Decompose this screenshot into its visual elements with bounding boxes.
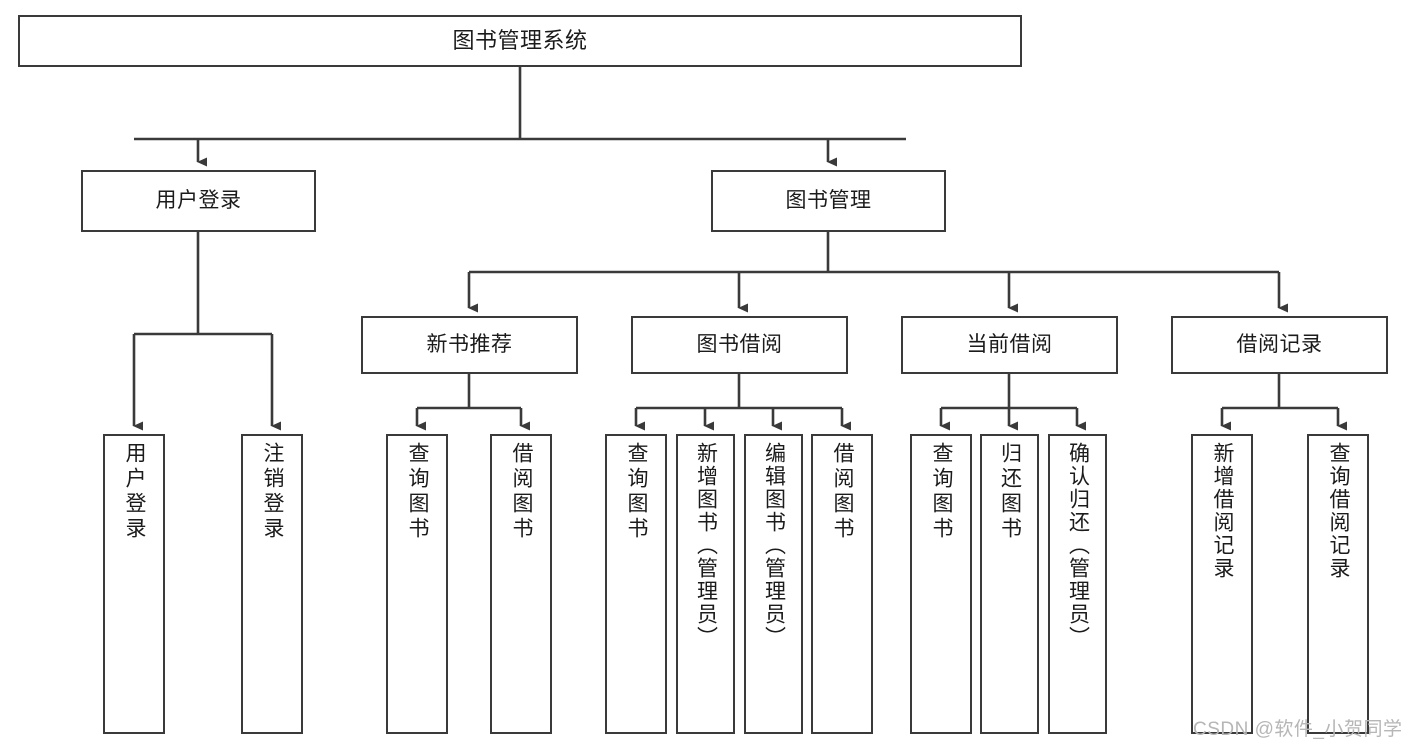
leaf-current-borrow-confirm-return-admin[interactable]: 确认归还（管理员） xyxy=(1048,434,1107,734)
node-label: 查询图书 xyxy=(930,442,954,542)
node-label: 图书管理 xyxy=(785,188,872,212)
node-label: 查询借阅记录 xyxy=(1327,442,1351,580)
node-label: 借阅图书 xyxy=(831,442,855,542)
node-label: 查询图书 xyxy=(406,442,430,542)
node-label: 查询图书 xyxy=(625,442,649,542)
node-label: 用户登录 xyxy=(123,442,147,542)
node-label: 借阅记录 xyxy=(1236,332,1323,356)
leaf-book-borrow-borrow-books[interactable]: 借阅图书 xyxy=(811,434,873,734)
leaf-book-borrow-edit-book-admin[interactable]: 编辑图书（管理员） xyxy=(744,434,803,734)
leaf-new-book-borrow-books[interactable]: 借阅图书 xyxy=(490,434,552,734)
leaf-user-login-login[interactable]: 用户登录 xyxy=(103,434,165,734)
leaf-book-borrow-query-books[interactable]: 查询图书 xyxy=(605,434,667,734)
node-label: 图书管理系统 xyxy=(452,28,588,54)
node-label: 归还图书 xyxy=(998,442,1022,542)
node-current-borrowing[interactable]: 当前借阅 xyxy=(901,316,1118,374)
node-label: 编辑图书（管理员） xyxy=(762,442,786,649)
node-label: 注销登录 xyxy=(261,442,285,542)
node-label: 当前借阅 xyxy=(966,332,1053,356)
node-borrow-records[interactable]: 借阅记录 xyxy=(1171,316,1388,374)
leaf-borrow-record-query-record[interactable]: 查询借阅记录 xyxy=(1307,434,1369,734)
node-user-login[interactable]: 用户登录 xyxy=(81,170,316,232)
node-label: 图书借阅 xyxy=(696,332,783,356)
node-new-book-recommendation[interactable]: 新书推荐 xyxy=(361,316,578,374)
node-root-book-management-system[interactable]: 图书管理系统 xyxy=(18,15,1022,67)
leaf-book-borrow-add-book-admin[interactable]: 新增图书（管理员） xyxy=(676,434,735,734)
node-label: 新增借阅记录 xyxy=(1211,442,1235,580)
node-label: 用户登录 xyxy=(155,188,242,212)
node-label: 新增图书（管理员） xyxy=(694,442,718,649)
leaf-borrow-record-add-record[interactable]: 新增借阅记录 xyxy=(1191,434,1253,734)
node-label: 新书推荐 xyxy=(426,332,513,356)
node-book-borrowing[interactable]: 图书借阅 xyxy=(631,316,848,374)
node-label: 确认归还（管理员） xyxy=(1066,442,1090,649)
node-label: 借阅图书 xyxy=(510,442,534,542)
leaf-current-borrow-return-books[interactable]: 归还图书 xyxy=(980,434,1039,734)
node-book-management[interactable]: 图书管理 xyxy=(711,170,946,232)
leaf-user-login-logout[interactable]: 注销登录 xyxy=(241,434,303,734)
leaf-current-borrow-query-books[interactable]: 查询图书 xyxy=(910,434,972,734)
leaf-new-book-query-books[interactable]: 查询图书 xyxy=(386,434,448,734)
